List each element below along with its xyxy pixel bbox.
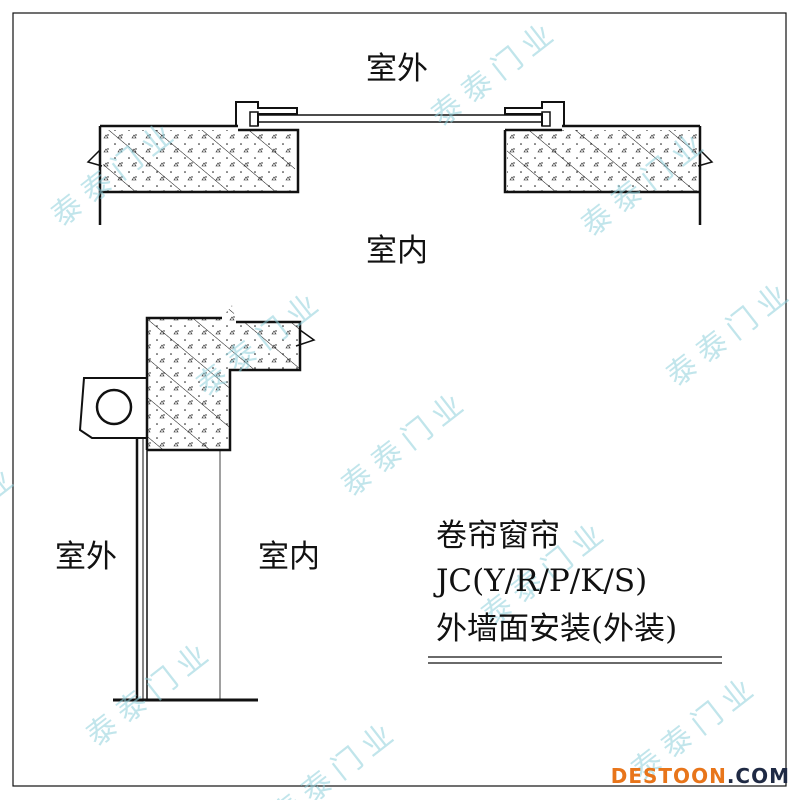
roller-box bbox=[78, 377, 147, 439]
top-outdoor-label: 室外 bbox=[366, 51, 428, 87]
logo-text-suffix: .COM bbox=[726, 764, 790, 788]
bottom-indoor-label: 室内 bbox=[258, 539, 320, 575]
title-model-code: JC(Y/R/P/K/S) bbox=[436, 563, 648, 599]
bottom-outdoor-label: 室外 bbox=[55, 539, 117, 575]
top-left-wall bbox=[86, 124, 300, 225]
top-right-wall bbox=[503, 124, 714, 225]
top-indoor-label: 室内 bbox=[366, 233, 428, 269]
roller-drum bbox=[95, 388, 133, 426]
logo-text-main: DESTOON bbox=[610, 764, 727, 788]
title-product-name: 卷帘窗帘 bbox=[436, 518, 560, 554]
site-logo: DESTOON.COM bbox=[611, 764, 790, 788]
sheet-border bbox=[12, 12, 787, 787]
hanging-curtain bbox=[135, 438, 221, 700]
top-curtain-slat bbox=[257, 114, 543, 123]
lintel-wall bbox=[145, 305, 316, 452]
title-install-method: 外墙面安装(外装) bbox=[436, 611, 678, 647]
